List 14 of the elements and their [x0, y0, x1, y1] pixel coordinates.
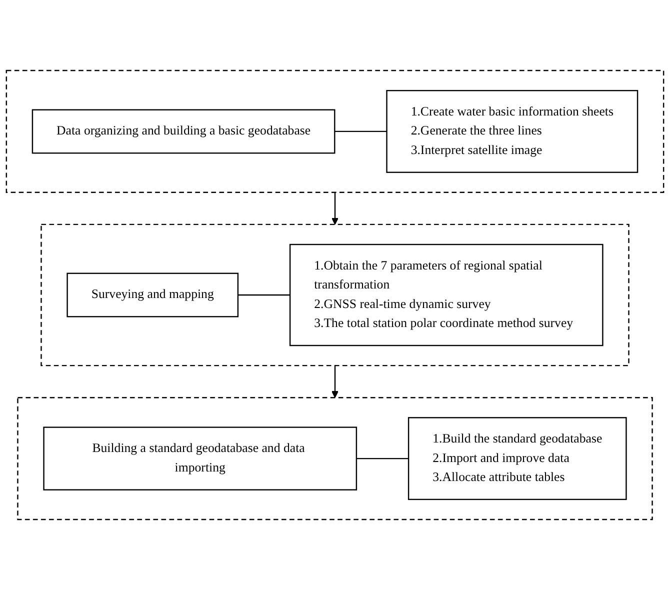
node-box: 1.Build the standard geodatabase 2.Import and improve data 3.Allocate attribute tables [408, 417, 627, 500]
connector [334, 130, 387, 132]
node-box: 1.Create water basic information sheets 2.Generate the three lines 3.Interpret satellite image [386, 90, 638, 173]
node-box: Data organizing and building a basic geodatabase [32, 109, 336, 154]
connector [238, 294, 290, 296]
node-box: Surveying and mapping [66, 272, 239, 318]
cluster [17, 397, 653, 520]
arrow [331, 366, 339, 398]
cluster [40, 224, 630, 366]
node-box: Building a standard geodatabase and data importing [43, 426, 358, 490]
node-box: 1.Obtain the 7 parameters of regional spatial transformation 2.GNSS real-time dynamic survey 3.The total station polar coordinate method survey [289, 244, 604, 346]
arrow [331, 192, 339, 225]
cluster [6, 70, 664, 193]
connector [356, 458, 409, 460]
